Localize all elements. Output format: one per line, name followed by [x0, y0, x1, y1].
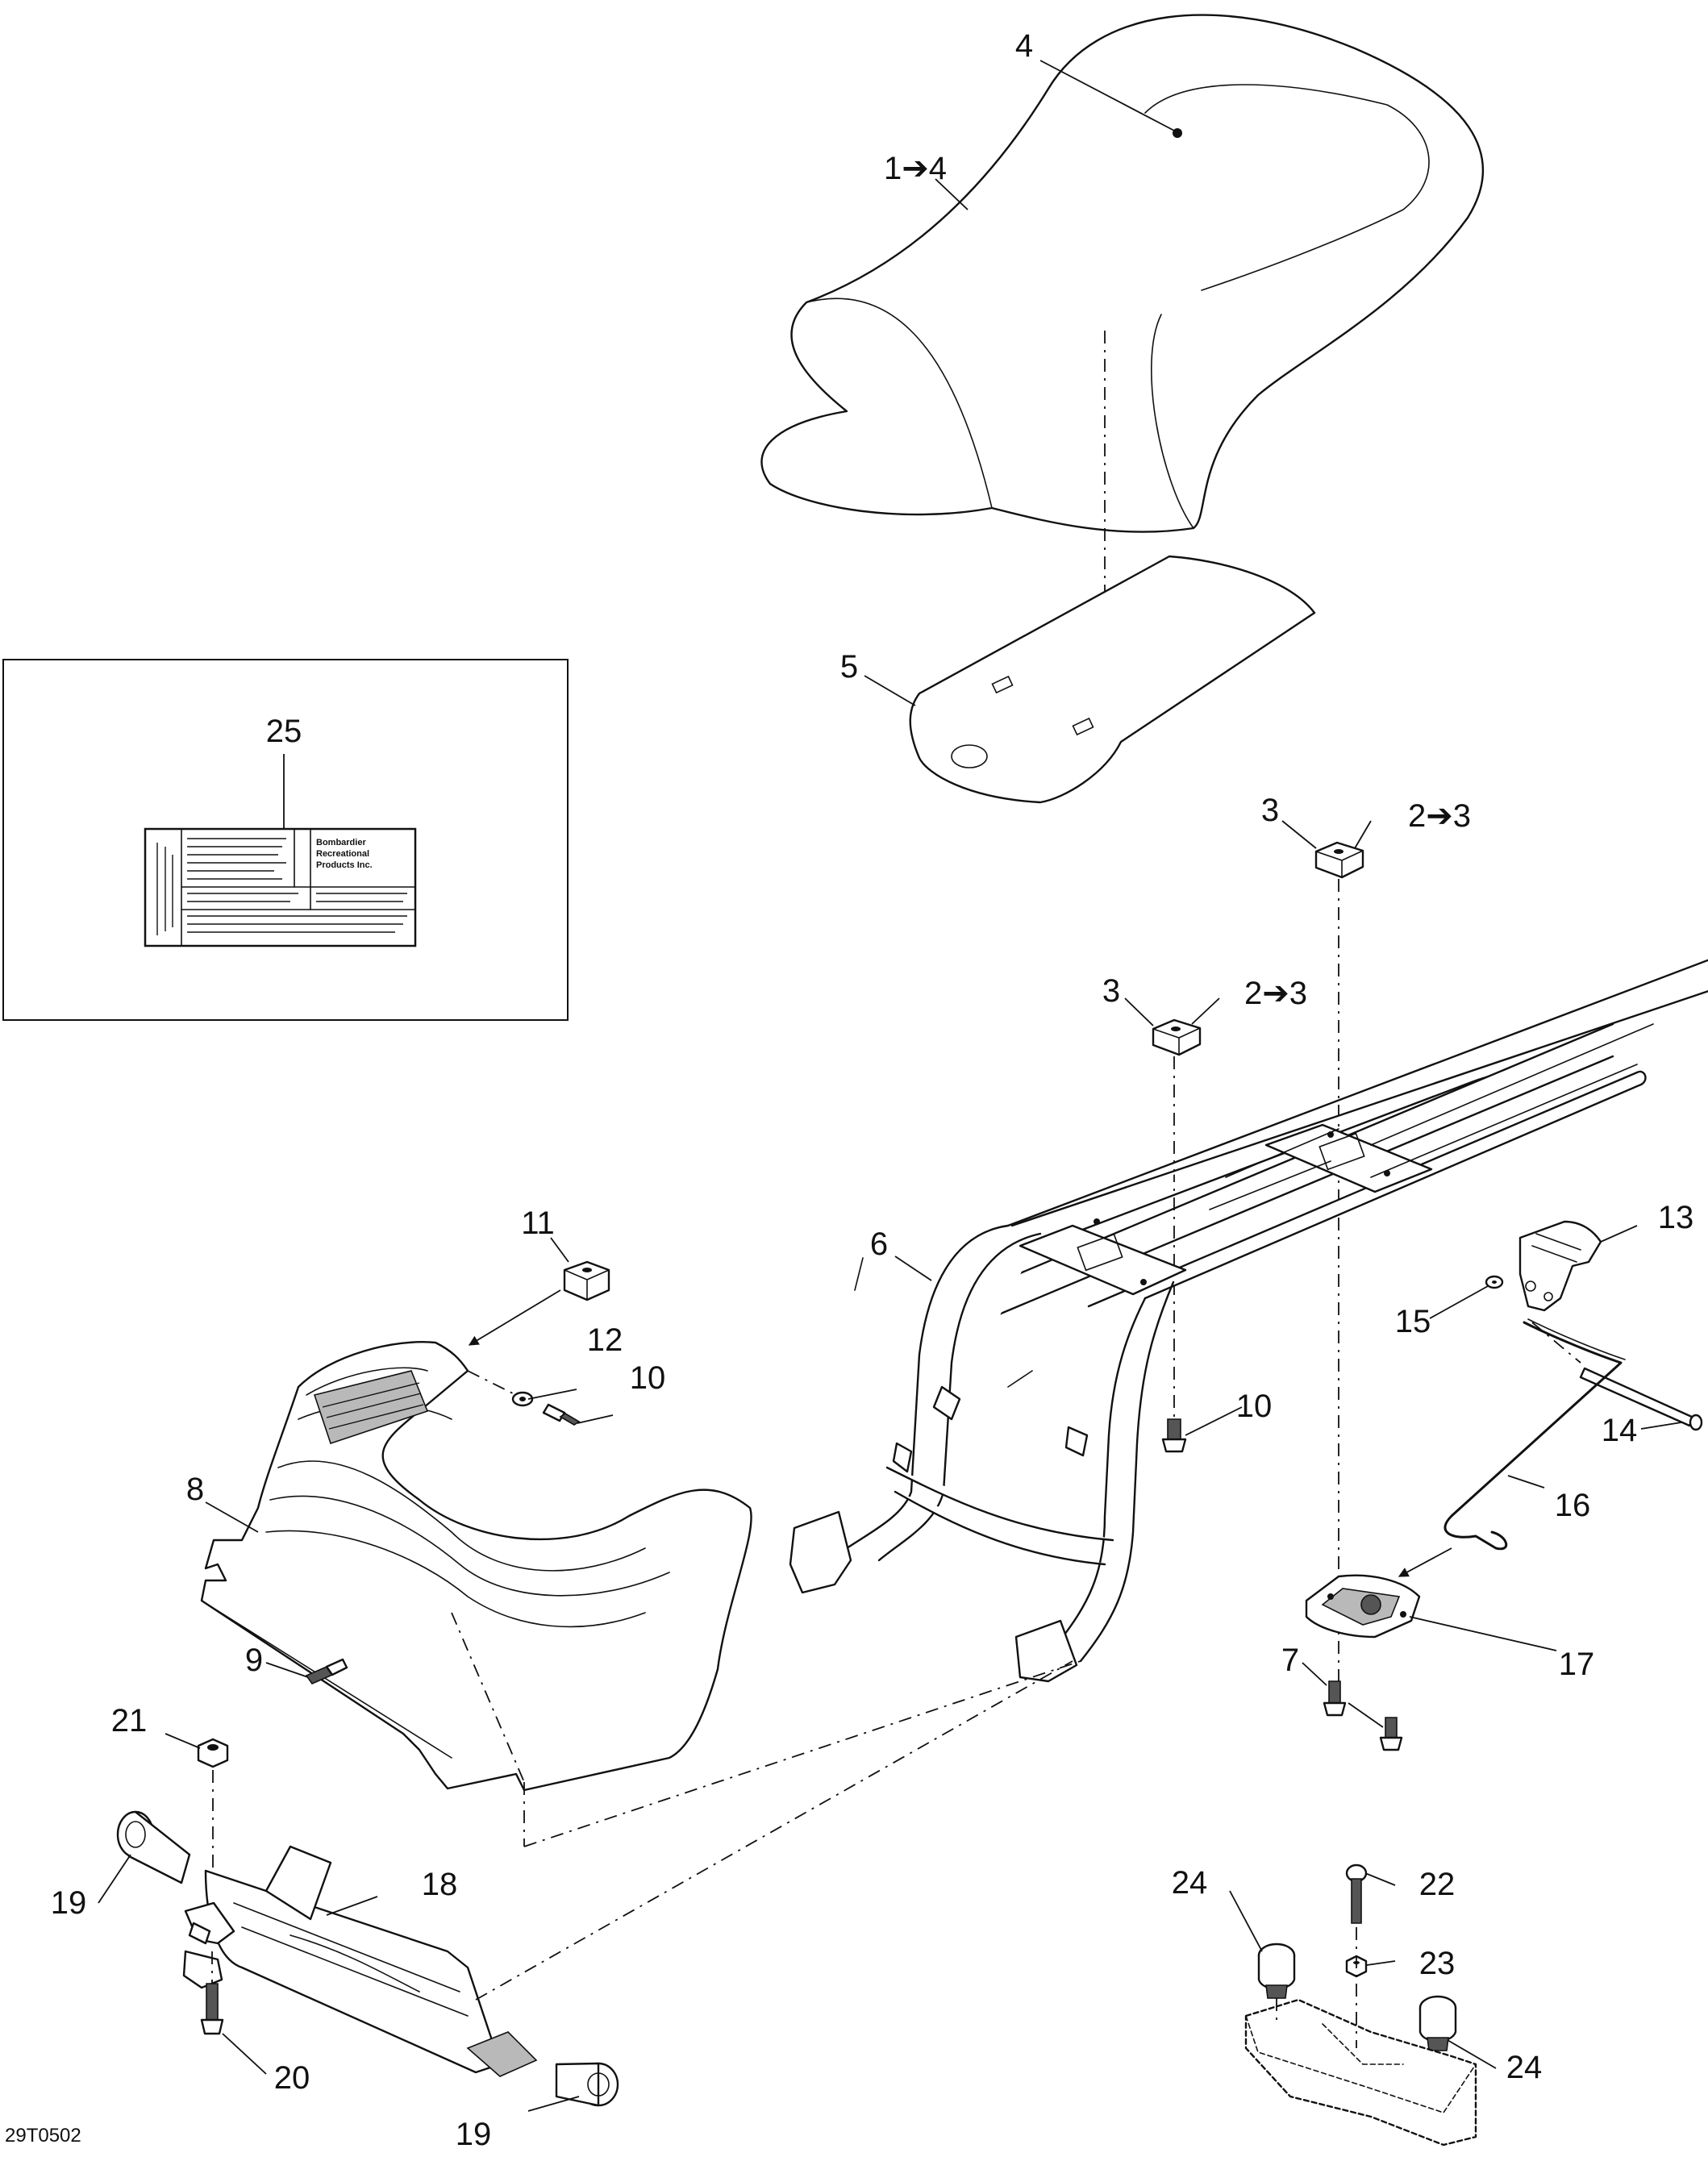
rear-body-panel: [200, 1341, 1081, 1847]
callout-2-to-3-top: 2➔3: [1408, 798, 1471, 834]
rubber-bumper-middle: [1152, 1018, 1202, 1056]
callout-11: 11: [521, 1206, 555, 1241]
seat-base-plate: [909, 555, 1316, 804]
screw-10-left: [542, 1403, 581, 1426]
seat: [760, 14, 1485, 653]
callout-9: 9: [245, 1643, 263, 1678]
callout-16: 16: [1555, 1488, 1591, 1523]
mount-bracket: [182, 1845, 538, 2077]
label-brand-line1: Bombardier: [316, 838, 366, 847]
washer-12: [511, 1391, 534, 1407]
seat-frame: [789, 959, 1708, 1683]
callout-21: 21: [111, 1703, 148, 1739]
callout-10-right: 10: [1236, 1389, 1273, 1424]
bushing-19-left: [116, 1810, 191, 1884]
rubber-bumper-top: [1314, 841, 1364, 879]
callout-1-to-4: 1➔4: [884, 151, 947, 186]
vehicle-label-decal: Bombardier Recreational Products Inc.: [144, 827, 417, 947]
pin-14: [1579, 1367, 1703, 1431]
bump-stop-24-left: [1257, 1943, 1296, 1999]
callout-24-left: 24: [1172, 1865, 1208, 1901]
callout-23: 23: [1419, 1946, 1456, 1981]
callout-4: 4: [1015, 28, 1033, 64]
seat-latch: [1518, 1220, 1602, 1312]
nut-21: [197, 1738, 229, 1768]
label-inset: Bombardier Recreational Products Inc.: [2, 659, 569, 1021]
washer-15: [1485, 1275, 1504, 1289]
callout-24-right: 24: [1506, 2050, 1543, 2085]
callout-6: 6: [870, 1226, 888, 1262]
callout-17: 17: [1559, 1647, 1595, 1682]
callout-3-top: 3: [1261, 793, 1279, 828]
callout-10-left: 10: [630, 1360, 666, 1396]
callout-14: 14: [1602, 1413, 1638, 1448]
callout-15: 15: [1395, 1304, 1431, 1339]
callout-13: 13: [1658, 1200, 1694, 1235]
screw-10-right: [1161, 1418, 1187, 1453]
callout-22: 22: [1419, 1867, 1456, 1902]
callout-19-right: 19: [456, 2117, 492, 2152]
callout-19-left: 19: [51, 1885, 87, 1921]
callout-2-to-3-middle: 2➔3: [1244, 976, 1307, 1011]
screw-9: [305, 1658, 348, 1684]
latch-receiver: [1305, 1574, 1421, 1639]
callout-7: 7: [1281, 1643, 1299, 1678]
label-brand-line2: Recreational: [316, 849, 369, 859]
callout-25: 25: [266, 714, 302, 749]
stud-22: [1345, 1863, 1368, 1924]
callout-12: 12: [587, 1322, 623, 1358]
callout-labels: 4 1➔4 5 3 2➔3 3 2➔3 6 13 11 15 12 10 10 …: [5, 28, 1693, 2152]
callout-18: 18: [422, 1867, 458, 1902]
screw-7-a: [1323, 1680, 1347, 1717]
spacer-block: [563, 1260, 610, 1301]
latch-rod: [1443, 1318, 1626, 1551]
label-brand-line3: Products Inc.: [316, 860, 373, 870]
callout-5: 5: [840, 649, 858, 685]
screw-20: [200, 1983, 224, 2035]
bushing-19-right: [555, 2062, 619, 2107]
figure-id: 29T0502: [5, 2125, 81, 2147]
callout-8: 8: [186, 1472, 204, 1507]
bumper-bracket: [1244, 1998, 1477, 2147]
callout-20: 20: [274, 2060, 310, 2096]
callout-3-middle: 3: [1102, 973, 1120, 1009]
bump-stop-24-right: [1418, 1995, 1457, 2051]
screw-7-b: [1379, 1717, 1403, 1751]
leader-lines: [98, 60, 1682, 2112]
